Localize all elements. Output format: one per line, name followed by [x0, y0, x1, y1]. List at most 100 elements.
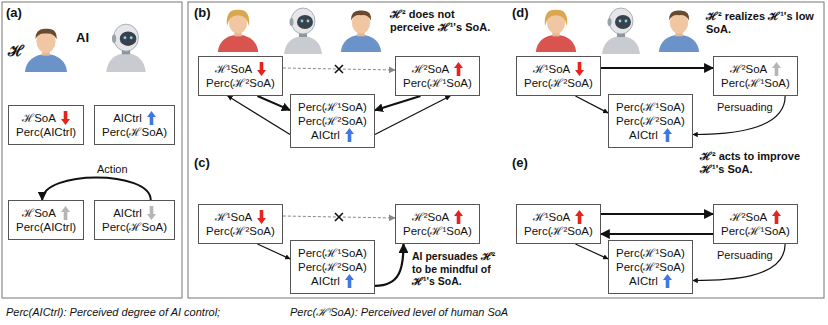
- influence-arrow: [375, 244, 404, 286]
- text-row: Perc(AICtrl): [16, 220, 76, 234]
- text-row: Perc(ℋ¹SoA): [298, 100, 367, 114]
- influence-arrow: [42, 178, 151, 201]
- state-text: Perc(ℋ¹SoA): [616, 246, 685, 260]
- influence-arrow: [575, 244, 608, 259]
- text-row: Perc(ℋ²SoA): [298, 114, 367, 128]
- text-row: ℋ²SoA: [721, 210, 790, 224]
- state-box: ℋ¹SoAPerc(ℋ²SoA): [198, 56, 283, 96]
- panel-letter: (e): [512, 155, 528, 171]
- human-icon: [536, 10, 576, 52]
- level-arrow: [575, 210, 584, 224]
- state-text: ℋSoA: [22, 206, 56, 220]
- state-box: Perc(ℋ¹SoA)Perc(ℋ²SoA)AICtrl: [608, 240, 693, 294]
- state-text: Perc(ℋSoA): [102, 220, 167, 234]
- influence-arrow: [228, 96, 290, 135]
- state-text: AICtrl: [629, 128, 658, 142]
- text-row: Perc(ℋ¹SoA): [403, 76, 472, 90]
- text-row: ℋ¹SoA: [206, 210, 275, 224]
- level-arrow: [61, 111, 70, 125]
- text-row: Perc(ℋ¹SoA): [616, 246, 685, 260]
- annotation-text: ℋ: [8, 42, 24, 60]
- state-text: Perc(ℋ²SoA): [524, 224, 593, 238]
- state-text: Perc(ℋ¹SoA): [298, 246, 367, 260]
- text-row: ℋ¹SoA: [524, 210, 593, 224]
- state-text: Perc(ℋ¹SoA): [403, 224, 472, 238]
- state-text: Perc(ℋ²SoA): [524, 76, 593, 90]
- state-text: Perc(ℋ²SoA): [616, 260, 685, 274]
- text-row: Perc(ℋ²SoA): [206, 224, 275, 238]
- level-arrow: [257, 62, 266, 76]
- state-text: Perc(AICtrl): [16, 220, 76, 234]
- annotation-text: AI persuades ℋ² to be mindful of ℋ¹'s So…: [412, 250, 498, 288]
- panel-letter: (c): [194, 155, 210, 171]
- blocked-mark: [335, 65, 343, 73]
- state-text: ℋ¹SoA: [215, 62, 253, 76]
- text-row: Perc(ℋ²SoA): [524, 224, 593, 238]
- text-row: ℋ²SoA: [721, 62, 790, 76]
- state-text: ℋ¹SoA: [533, 62, 571, 76]
- text-row: AICtrl: [298, 274, 367, 288]
- state-box: ℋ¹SoAPerc(ℋ²SoA): [516, 204, 601, 244]
- state-text: Perc(ℋ¹SoA): [403, 76, 472, 90]
- panel-frame: [188, 2, 824, 298]
- state-text: ℋ²SoA: [412, 62, 450, 76]
- state-box: Perc(ℋ¹SoA)Perc(ℋ²SoA)AICtrl: [290, 240, 375, 294]
- state-text: Perc(ℋ¹SoA): [721, 224, 790, 238]
- state-box: AICtrlPerc(ℋSoA): [94, 200, 175, 240]
- influence-arrow: [375, 96, 450, 135]
- state-text: Perc(ℋ¹SoA): [298, 100, 367, 114]
- text-row: ℋSoA: [16, 111, 76, 125]
- level-arrow: [575, 62, 584, 76]
- text-row: Perc(ℋ¹SoA): [298, 246, 367, 260]
- state-box: ℋ²SoAPerc(ℋ¹SoA): [395, 204, 480, 244]
- robot-icon: [602, 8, 640, 54]
- state-text: Perc(ℋ²SoA): [298, 260, 367, 274]
- annotation-text: AI: [76, 30, 89, 46]
- text-row: Perc(AICtrl): [16, 125, 76, 139]
- level-arrow: [147, 206, 156, 220]
- level-arrow: [147, 111, 156, 125]
- blocked-mark: [335, 213, 343, 221]
- human-icon: [341, 11, 381, 52]
- edge-label: Persuading: [716, 249, 774, 262]
- state-box: ℋSoAPerc(AICtrl): [8, 105, 84, 145]
- state-text: Perc(ℋ²SoA): [206, 76, 275, 90]
- text-row: AICtrl: [102, 111, 167, 125]
- text-row: AICtrl: [616, 274, 685, 288]
- level-arrow: [772, 62, 781, 76]
- panel-letter: (d): [512, 5, 529, 21]
- annotation-text: Perc(AICtrl): Perceived degree of AI con…: [6, 306, 220, 319]
- state-text: ℋ²SoA: [412, 210, 450, 224]
- annotation-text: ℋ² acts to improve ℋ¹'s SoA.: [700, 150, 822, 176]
- influence-arrow: [601, 233, 713, 235]
- state-text: Perc(ℋ²SoA): [298, 114, 367, 128]
- state-text: ℋ¹SoA: [215, 210, 253, 224]
- state-box: AICtrlPerc(ℋSoA): [94, 105, 175, 145]
- influence-arrow: [693, 244, 785, 281]
- text-row: ℋ²SoA: [403, 62, 472, 76]
- state-text: AICtrl: [113, 111, 142, 125]
- text-row: Perc(ℋ²SoA): [616, 260, 685, 274]
- text-row: AICtrl: [616, 128, 685, 142]
- state-text: AICtrl: [113, 206, 142, 220]
- text-row: AICtrl: [102, 206, 167, 220]
- text-row: Perc(ℋ²SoA): [524, 76, 593, 90]
- state-text: ℋ¹SoA: [533, 210, 571, 224]
- annotation-text: ℋ² realizes ℋ¹'s low SoA.: [706, 10, 821, 36]
- influence-arrow: [601, 213, 713, 215]
- state-box: ℋ¹SoAPerc(ℋ²SoA): [516, 56, 601, 96]
- state-text: Perc(ℋ¹SoA): [721, 76, 790, 90]
- state-text: AICtrl: [311, 274, 340, 288]
- text-row: Perc(ℋSoA): [102, 220, 167, 234]
- influence-arrow: [257, 96, 290, 110]
- text-row: ℋ¹SoA: [524, 62, 593, 76]
- text-row: Perc(ℋ²SoA): [298, 260, 367, 274]
- state-text: Perc(ℋ¹SoA): [616, 100, 685, 114]
- state-text: Perc(ℋ²SoA): [206, 224, 275, 238]
- influence-arrow: [601, 67, 713, 69]
- human-icon: [659, 11, 699, 52]
- text-row: ℋ²SoA: [403, 210, 472, 224]
- text-row: Perc(ℋ¹SoA): [721, 224, 790, 238]
- state-text: ℋ²SoA: [730, 62, 768, 76]
